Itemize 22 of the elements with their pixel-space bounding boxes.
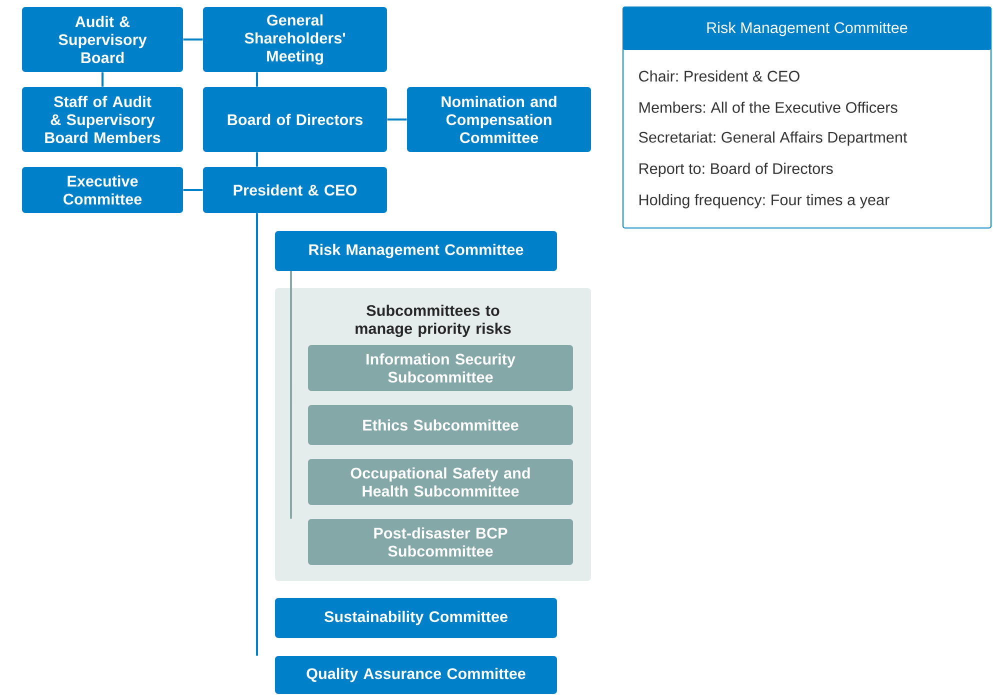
committee-box: Board of Directors (203, 87, 387, 152)
connector-line (183, 189, 203, 191)
committee-box: Audit & Supervisory Board (22, 7, 183, 72)
subcommittee-box: Occupational Safety and Health Subcommittee (308, 459, 573, 505)
committee-box: Nomination and Compensation Committee (407, 87, 591, 152)
connector-line (387, 118, 407, 120)
subcommittee-box: Post-disaster BCP Subcommittee (308, 519, 573, 565)
committee-box: Risk Management Committee (275, 231, 557, 271)
connector-line (290, 271, 292, 519)
committee-box: President & CEO (203, 167, 387, 213)
committee-box: Quality Assurance Committee (275, 656, 557, 694)
subcommittee-box: Information Security Subcommittee (308, 345, 573, 391)
connector-line (102, 72, 104, 87)
info-panel: Risk Management Committee Chair: President & CEO Members: All of the Executive Officers Secretariat: General Affairs Department Report to: Board of Directors Holding frequency: Four times a year (622, 6, 992, 229)
connector-line (256, 72, 258, 87)
connector-line (183, 38, 203, 40)
committee-box: General Shareholders' Meeting (203, 7, 387, 72)
connector-line (256, 152, 258, 167)
subcommittee-box: Ethics Subcommittee (308, 405, 573, 445)
committee-box: Executive Committee (22, 167, 183, 213)
committee-box: Staff of Audit & Supervisory Board Members (22, 87, 183, 152)
committee-box: Sustainability Committee (275, 598, 557, 638)
